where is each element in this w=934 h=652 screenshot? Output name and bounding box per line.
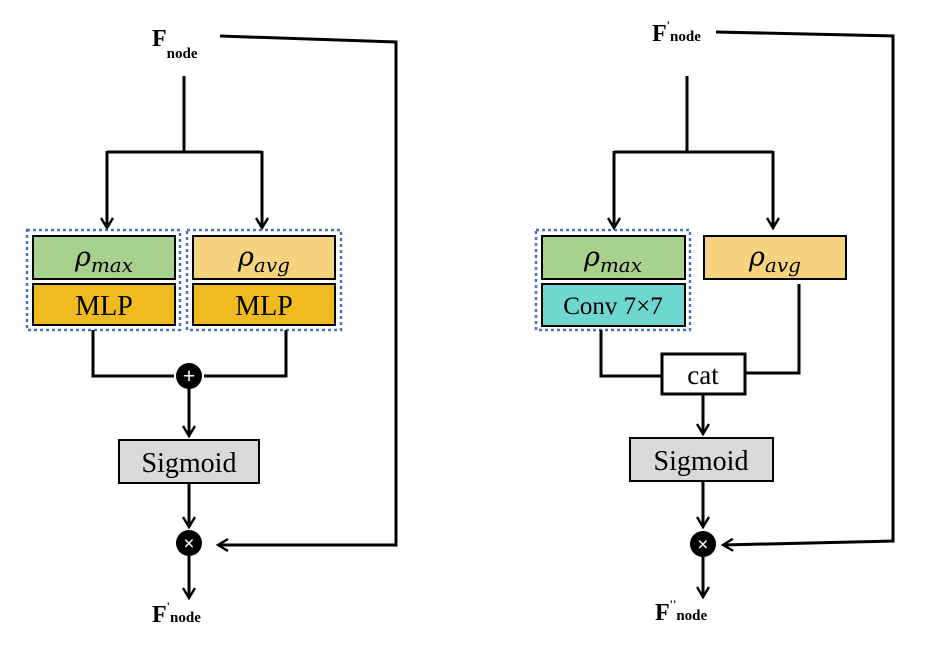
right-conv-box (541, 283, 686, 327)
left-avg-pool-label: ρavg (237, 242, 290, 277)
spatial-attention-diagram: F'node ρmax ρavg Conv 7×7 cat Sigmoid × (534, 18, 895, 626)
channel-attention-diagram: Fnode ρmax ρavg MLP MLP + Sigmoid (25, 26, 398, 628)
left-input-label: Fnode (152, 26, 198, 62)
left-max-pool-label: ρmax (74, 242, 133, 277)
left-sigmoid-box (118, 439, 260, 484)
left-output-label: F'node (152, 599, 201, 628)
right-cat-box (660, 352, 747, 396)
right-max-pool-box (541, 235, 686, 280)
left-mlp-box-2 (192, 283, 336, 326)
right-skip-connection (715, 30, 895, 545)
right-multiply-node (690, 531, 716, 557)
left-avg-group-border (185, 228, 343, 332)
left-mlp-label-2: MLP (235, 291, 293, 322)
left-merge-line-b (204, 330, 288, 378)
multiply-icon: × (697, 534, 708, 556)
left-add-node (176, 363, 202, 389)
right-merge-line-a (599, 330, 662, 378)
left-avg-pool-box (192, 235, 336, 280)
left-multiply-node (176, 530, 202, 556)
right-output-label: F''node (655, 597, 708, 626)
left-merge-line-a (91, 330, 174, 378)
right-conv-label: Conv 7×7 (563, 293, 663, 320)
add-icon: + (183, 363, 196, 388)
right-cat-label: cat (687, 360, 719, 390)
left-skip-connection (218, 34, 398, 545)
left-sigmoid-label: Sigmoid (142, 448, 237, 479)
left-mlp-box-1 (32, 283, 176, 326)
multiply-icon: × (183, 533, 194, 555)
left-mlp-label-1: MLP (75, 291, 133, 322)
left-max-pool-box (32, 235, 176, 280)
right-max-pool-label: ρmax (583, 242, 642, 277)
right-avg-pool-label: ρavg (748, 242, 801, 277)
right-max-group-border (534, 228, 692, 332)
right-merge-line-b (744, 284, 801, 375)
right-avg-pool-box (703, 235, 847, 280)
right-input-label: F'node (652, 18, 701, 47)
right-sigmoid-label: Sigmoid (654, 446, 749, 477)
left-max-group-border (25, 228, 182, 332)
right-sigmoid-box (629, 437, 774, 482)
